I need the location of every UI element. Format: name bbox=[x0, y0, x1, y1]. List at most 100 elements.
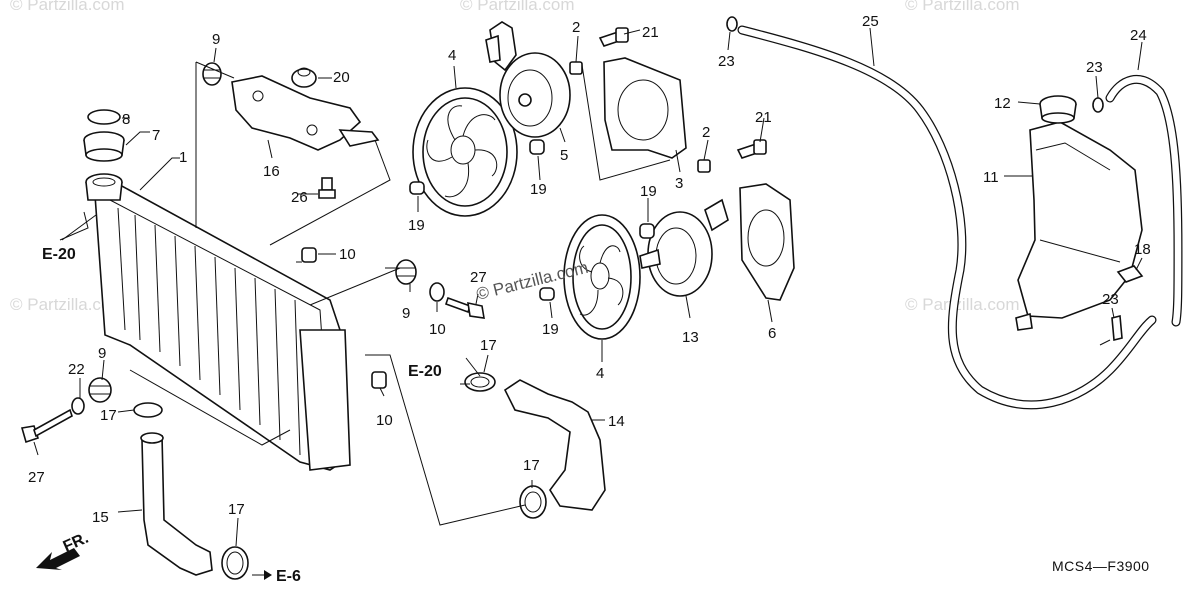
hose-25 bbox=[737, 25, 1157, 410]
label-part-16: 16 bbox=[263, 163, 280, 180]
washer-22 bbox=[71, 397, 85, 415]
label-part-27-left: 27 bbox=[28, 469, 45, 486]
label-part-9-lower: 9 bbox=[98, 345, 106, 362]
label-part-23-side: 23 bbox=[1102, 291, 1119, 308]
label-part-15: 15 bbox=[92, 509, 109, 526]
label-part-3: 3 bbox=[675, 175, 683, 192]
label-part-12: 12 bbox=[994, 95, 1011, 112]
fan-motor-lower bbox=[639, 198, 729, 297]
bolt-26 bbox=[318, 177, 336, 199]
bolt-21-lower bbox=[736, 139, 767, 159]
grommet-9-top bbox=[202, 62, 222, 86]
nut-19-d bbox=[539, 287, 555, 301]
washer-10-mid bbox=[429, 282, 445, 302]
grommet-9-lower bbox=[88, 377, 112, 403]
nut-19-b bbox=[409, 181, 425, 195]
clamp-17-left bbox=[133, 402, 163, 418]
part-labels: 9 8 7 1 20 16 26 10 9 10 27 10 22 9 17 2… bbox=[28, 13, 1151, 526]
hose-14 bbox=[503, 379, 606, 511]
ref-e6: E-6 bbox=[276, 568, 301, 585]
label-part-21-upper: 21 bbox=[642, 24, 659, 41]
label-part-25: 25 bbox=[862, 13, 879, 30]
bolt-21-upper bbox=[598, 27, 629, 47]
label-part-19-b: 19 bbox=[408, 217, 425, 234]
watermark-right: © Partzilla.com bbox=[905, 295, 1020, 314]
tank-cap-12 bbox=[1039, 95, 1077, 124]
nut-19-c bbox=[639, 223, 655, 239]
grommet-9-mid bbox=[395, 259, 417, 285]
label-part-8: 8 bbox=[122, 111, 130, 128]
hose-15 bbox=[140, 432, 213, 576]
label-part-26: 26 bbox=[291, 189, 308, 206]
label-part-2-upper: 2 bbox=[572, 19, 580, 36]
label-part-9-top: 9 bbox=[212, 31, 220, 48]
label-part-17-left: 17 bbox=[100, 407, 117, 424]
collar-10-a bbox=[296, 247, 317, 263]
hose-24 bbox=[1105, 75, 1183, 327]
bolt-27-mid bbox=[444, 296, 485, 319]
label-part-2-lower: 2 bbox=[702, 124, 710, 141]
label-part-7: 7 bbox=[152, 127, 160, 144]
nut-19-a bbox=[529, 139, 545, 155]
radiator-cap bbox=[83, 109, 125, 162]
label-part-21-lower: 21 bbox=[755, 109, 772, 126]
label-part-23-tank: 23 bbox=[1086, 59, 1103, 76]
label-part-10-b: 10 bbox=[429, 321, 446, 338]
label-part-24: 24 bbox=[1130, 27, 1147, 44]
nut-2-lower bbox=[697, 159, 711, 173]
label-part-11: 11 bbox=[983, 169, 999, 186]
label-part-13: 13 bbox=[682, 329, 699, 346]
front-arrow-icon bbox=[36, 548, 80, 570]
watermark-left: © Partzilla.com bbox=[10, 295, 125, 314]
clip-23-tank bbox=[1092, 97, 1104, 113]
collar-10-c bbox=[371, 371, 387, 389]
label-part-17-mid: 17 bbox=[480, 337, 497, 354]
watermark-top-left: © Partzilla.com bbox=[10, 0, 125, 14]
leader-lines bbox=[33, 27, 1143, 576]
reserve-tank bbox=[1015, 121, 1143, 331]
fan-lower bbox=[563, 214, 641, 340]
ref-front: FR. bbox=[61, 530, 91, 556]
e6-arrow-head bbox=[264, 570, 272, 580]
radiator bbox=[85, 173, 351, 471]
label-part-4-upper: 4 bbox=[448, 47, 456, 64]
label-part-19-c: 19 bbox=[640, 183, 657, 200]
watermark-top-right: © Partzilla.com bbox=[905, 0, 1020, 14]
nut-2-upper bbox=[569, 61, 583, 75]
label-part-19-d: 19 bbox=[542, 321, 559, 338]
label-part-4-lower: 4 bbox=[596, 365, 604, 382]
clip-23-side bbox=[1111, 314, 1123, 342]
fan-upper bbox=[412, 87, 518, 217]
label-part-17-lower-mid: 17 bbox=[523, 457, 540, 474]
label-part-27-mid: 27 bbox=[470, 269, 487, 286]
radiator-bracket bbox=[231, 75, 380, 151]
label-part-10-a: 10 bbox=[339, 246, 356, 263]
clamp-17-mid bbox=[464, 372, 496, 392]
watermark-layer: © Partzilla.com © Partzilla.com © Partzi… bbox=[10, 0, 1020, 314]
watermark-top-mid: © Partzilla.com bbox=[460, 0, 575, 14]
label-part-23-top: 23 bbox=[718, 53, 735, 70]
label-part-1: 1 bbox=[179, 149, 187, 166]
fan-motor-upper bbox=[485, 21, 571, 138]
label-part-20: 20 bbox=[333, 69, 350, 86]
label-part-17-bottom: 17 bbox=[228, 501, 245, 518]
ref-e20-left: E-20 bbox=[42, 246, 76, 263]
shroud-6 bbox=[739, 183, 795, 301]
label-part-6: 6 bbox=[768, 325, 776, 342]
clip-23-top bbox=[726, 16, 738, 32]
label-part-9-mid: 9 bbox=[402, 305, 410, 322]
label-part-14: 14 bbox=[608, 413, 625, 430]
bolt-27-left bbox=[20, 408, 73, 444]
label-part-19-a: 19 bbox=[530, 181, 547, 198]
label-part-5: 5 bbox=[560, 147, 568, 164]
grommet-20 bbox=[291, 67, 317, 88]
label-part-10-c: 10 bbox=[376, 412, 393, 429]
label-part-18: 18 bbox=[1134, 241, 1151, 258]
clamp-17-bottom bbox=[221, 546, 249, 580]
label-part-22: 22 bbox=[68, 361, 85, 378]
clamp-17-lower-mid bbox=[519, 485, 547, 519]
shroud-3 bbox=[603, 57, 687, 159]
ref-e20-mid: E-20 bbox=[408, 363, 442, 380]
diagram-code: MCS4—F3900 bbox=[1052, 558, 1150, 574]
